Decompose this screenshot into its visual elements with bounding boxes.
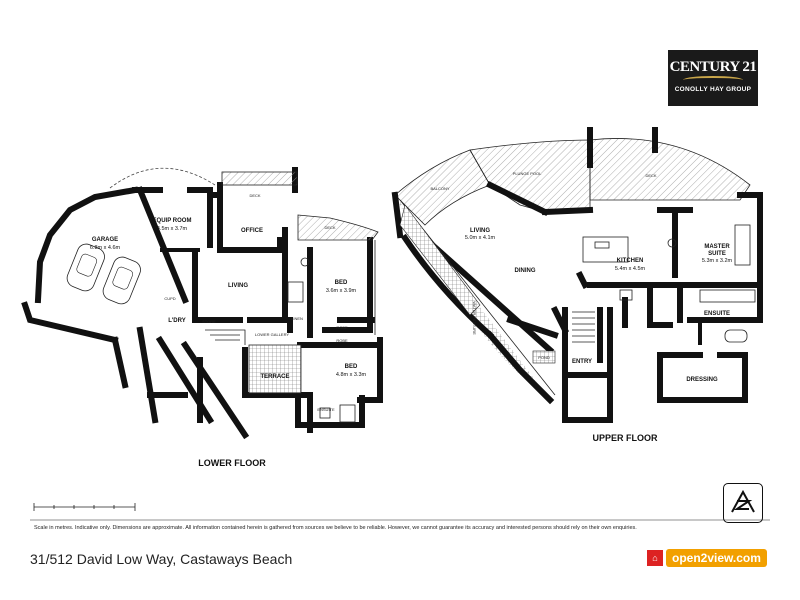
disclaimer-text: Scale in metres. Indicative only. Dimens… [34,525,637,531]
car-icon [102,256,141,305]
lower-floor-title: LOWER FLOOR [198,458,266,468]
robe-label: ROBE [336,338,348,343]
lower-floor-plan [21,167,383,440]
property-address: 31/512 David Low Way, Castaways Beach [30,551,293,567]
deck-label: DECK [249,193,260,198]
ensuite-upper-label: ENSUITE [704,311,730,317]
kitchen-label: KITCHEN [617,258,644,264]
laundry-label: L'DRY [168,318,186,324]
dining-label: DINING [515,268,536,274]
balcony-label: BALCONY [430,186,449,191]
brand-arc-icon [683,76,743,84]
bed-2-label: BED [345,364,358,370]
lower-gallery-label: LOWER GALLERY [255,332,289,337]
pond-label: POND [538,355,550,360]
master-suite-label: MASTER [704,244,730,250]
equip-room-dimensions: 4.5m x 3.7m [157,226,188,232]
open2view-logo[interactable]: ⌂ open2view.com [647,548,767,568]
living-lower-label: LIVING [228,283,248,289]
ensuite-lower-label: ENSUITE [317,407,335,412]
garage-dimensions: 6.8m x 4.6m [90,245,121,251]
master-suite-dimensions: 5.3m x 3.2m [702,258,733,264]
bed-2-dimensions: 4.8m x 3.3m [336,372,367,378]
century21-logo: CENTURY 21 CONOLLY HAY GROUP [668,50,758,106]
bed-1-dimensions: 3.6m x 3.9m [326,288,357,294]
north-arrow-icon [723,483,763,523]
equip-room-label: EQUIP ROOM [153,218,192,224]
open2view-text: open2view.com [666,549,767,567]
water-feature-label: WATER FEATURE [472,301,477,335]
living-upper-dimensions: 5.0m x 4.1m [465,235,496,241]
plunge-pool-label: PLUNGE POOL [513,171,542,176]
brand-logo-text: CENTURY 21 [669,59,757,75]
scale-bar [33,503,136,511]
o2v-house-icon: ⌂ [647,550,663,566]
store-label: STORE [202,319,216,324]
car-icon [66,243,105,292]
dressing-label: DRESSING [686,377,718,383]
robe-label: ROBE [336,325,348,330]
terrace-label: TERRACE [260,374,289,380]
brand-group: CONOLLY HAY GROUP [674,86,752,93]
deck-upper-label: DECK [645,173,656,178]
cupd-label: CUPD [164,296,175,301]
living-upper-label: LIVING [470,228,490,234]
upper-floor-plan [391,127,763,423]
master-suite-label-line-2: SUITE [708,251,726,257]
kitchen-dimensions: 5.4m x 4.5m [615,266,646,272]
office-label: OFFICE [241,228,263,234]
deck-label: DECK [324,225,335,230]
garage-label: GARAGE [92,237,118,243]
entry-label: ENTRY [572,359,592,365]
bed-1-label: BED [335,280,348,286]
linen-label: LINEN [291,316,303,321]
upper-floor-title: UPPER FLOOR [592,433,658,443]
